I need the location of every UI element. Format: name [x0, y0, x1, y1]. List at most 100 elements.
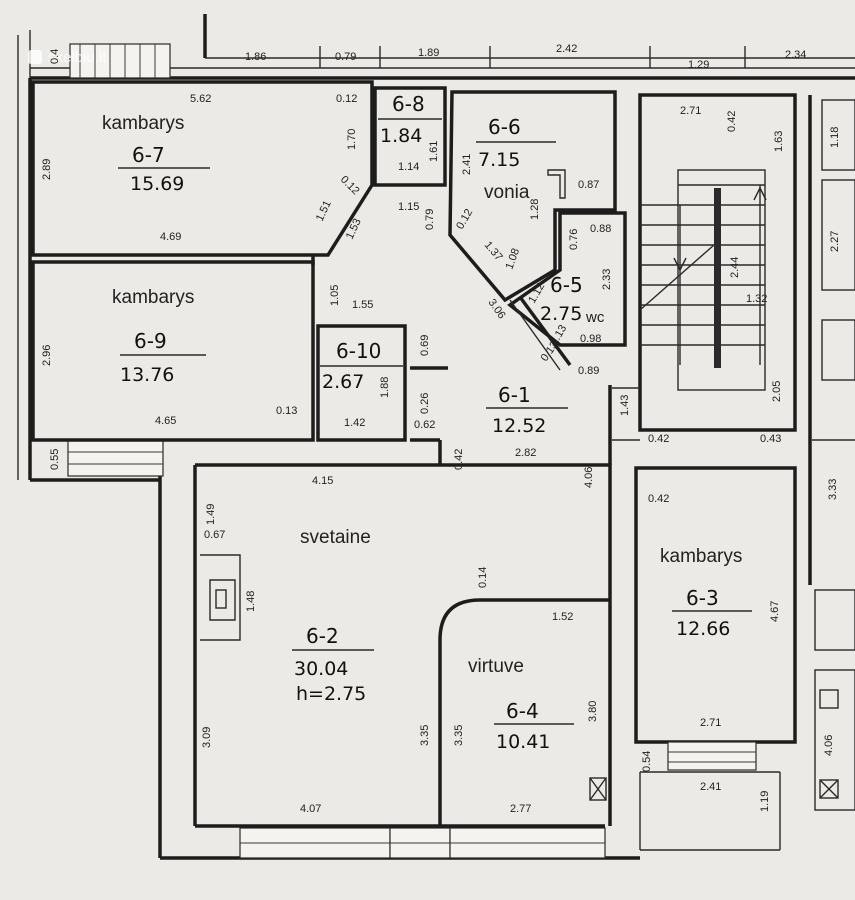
room-6-8-area: 1.84	[380, 125, 422, 147]
room-6-3-id: 6-3	[686, 586, 719, 610]
room-6-7-name: kambarys	[102, 113, 184, 134]
room-6-9-id: 6-9	[134, 329, 167, 353]
dimension-label: 1.89	[418, 47, 439, 59]
dimension-label: 0.54	[641, 751, 653, 772]
dimension-label: 0.4	[49, 49, 61, 64]
room-6-6-walls	[448, 90, 617, 303]
room-6-5-area: 2.75	[540, 303, 582, 325]
dimension-label: 1.70	[346, 129, 358, 150]
room-6-5-walls	[507, 211, 627, 347]
dimension-label: 0.89	[578, 365, 599, 377]
room-6-6-name: vonia	[484, 182, 530, 203]
dimension-label: 0.79	[424, 209, 436, 230]
dimension-label: 5.62	[190, 93, 211, 105]
dimension-label: 0.98	[580, 333, 601, 345]
dimension-label: 2.34	[785, 49, 806, 61]
dimension-label: 2.27	[829, 231, 841, 252]
dimension-label: 1.63	[773, 131, 785, 152]
dimension-label: 0.55	[49, 449, 61, 470]
room-6-9-walls	[31, 260, 315, 442]
room-6-4-walls	[438, 598, 612, 826]
dimension-label: 0.42	[648, 493, 669, 505]
room-6-9-name: kambarys	[112, 287, 194, 308]
dimension-label: 0.87	[578, 179, 599, 191]
watermark-logo: skelbiu.lt	[28, 49, 107, 66]
room-6-10-id: 6-10	[336, 339, 381, 363]
dimension-label: 1.61	[428, 141, 440, 162]
room-6-2-name: svetaine	[300, 527, 371, 548]
room-6-10-area: 2.67	[322, 371, 364, 393]
dimension-label: 2.33	[601, 269, 613, 290]
dimension-label: 4.07	[300, 803, 321, 815]
room-6-4-id: 6-4	[506, 699, 539, 723]
dimension-label: 1.19	[759, 791, 771, 812]
dimension-label: 0.62	[414, 419, 435, 431]
room-6-3-area: 12.66	[676, 618, 730, 640]
dimension-label: 2.05	[771, 381, 783, 402]
dimension-label: 2.41	[700, 781, 721, 793]
dimension-label: 1.05	[329, 285, 341, 306]
room-6-2-area: 30.04	[294, 658, 348, 680]
room-6-1-id: 6-1	[498, 383, 531, 407]
stairwell	[638, 93, 797, 432]
dimension-label: 1.28	[529, 199, 541, 220]
dimension-label: 1.55	[352, 299, 373, 311]
room-6-5-suffix: wc	[585, 309, 605, 326]
dimension-label: 1.86	[245, 51, 266, 63]
dimension-label: 0.13	[276, 405, 297, 417]
dimension-label: 2.96	[41, 345, 53, 366]
dimension-label: 2.71	[680, 105, 701, 117]
dimension-label: 1.32	[746, 293, 767, 305]
dimension-label: 3.33	[827, 479, 839, 500]
dimension-label: 0.12	[336, 93, 357, 105]
dimension-label: 0.26	[419, 393, 431, 414]
dimension-label: 1.88	[379, 377, 391, 398]
room-6-7-id: 6-7	[132, 143, 165, 167]
dimension-label: 2.42	[556, 43, 577, 55]
dimension-label: 1.29	[688, 59, 709, 71]
dimension-label: 2.44	[729, 257, 741, 278]
dimension-label: 1.49	[205, 504, 217, 525]
room-6-8-id: 6-8	[392, 92, 425, 116]
room-6-8-walls	[373, 86, 447, 187]
dimension-label: 2.89	[41, 159, 53, 180]
dimension-label: 0.43	[760, 433, 781, 445]
room-6-10-walls	[316, 324, 448, 442]
right-exterior-wall	[808, 95, 855, 811]
dimension-label: 4.15	[312, 475, 333, 487]
dimension-label: 4.67	[769, 601, 781, 622]
dimension-label: 1.14	[398, 161, 419, 173]
dimension-label: 2.82	[515, 447, 536, 459]
dimension-label: 0.67	[204, 529, 225, 541]
dimension-label: 4.06	[823, 735, 835, 756]
dimension-label: 3.35	[419, 725, 431, 746]
dimension-label: 0.88	[590, 223, 611, 235]
room-6-3-walls	[634, 466, 797, 851]
room-6-5-id: 6-5	[550, 273, 583, 297]
room-6-4-name: virtuve	[468, 656, 524, 677]
dimension-label: 3.09	[201, 727, 213, 748]
dimension-label: 2.77	[510, 803, 531, 815]
dimension-label: 0.69	[419, 335, 431, 356]
top-wall-strip	[29, 14, 855, 80]
dimension-label: 4.06	[583, 467, 595, 488]
dimension-label: 3.35	[453, 725, 465, 746]
room-6-9-area: 13.76	[120, 364, 174, 386]
dimension-label: 1.48	[245, 591, 257, 612]
dimension-label: 3.80	[587, 701, 599, 722]
dimension-label: 0.76	[568, 229, 580, 250]
room-6-6-area: 7.15	[478, 149, 520, 171]
watermark: skelbiu.lt	[48, 49, 107, 66]
room-6-6-id: 6-6	[488, 115, 521, 139]
room-6-1-area: 12.52	[492, 415, 546, 437]
room-6-7-walls	[31, 80, 374, 257]
dimension-label: 1.52	[552, 611, 573, 623]
room-6-4-area: 10.41	[496, 731, 550, 753]
dimension-label: 2.41	[461, 154, 473, 175]
dimension-label: 0.42	[726, 111, 738, 132]
dimension-label: 0.79	[335, 51, 356, 63]
dimension-label: 4.65	[155, 415, 176, 427]
bottom-exterior-wall	[160, 827, 640, 860]
room-6-2-walls	[193, 463, 612, 828]
